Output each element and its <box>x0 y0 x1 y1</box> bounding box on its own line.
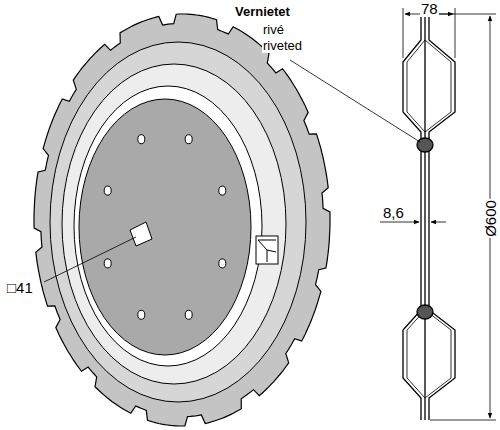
rivet-note: riveted <box>262 38 303 53</box>
bolt-hole <box>185 310 192 319</box>
dimension-lines <box>44 8 496 420</box>
dimension: Ø600 <box>481 199 498 238</box>
bolt-hole <box>219 259 226 268</box>
ring-edge <box>74 86 262 366</box>
rivet-note: rivé <box>262 22 285 37</box>
square-hole <box>130 222 152 246</box>
disc-view <box>34 14 330 426</box>
bolt-hole <box>138 135 145 144</box>
dimension: 8,6 <box>382 204 405 221</box>
bolt-hole <box>185 135 192 144</box>
raised-ring <box>62 64 286 384</box>
bolt-hole <box>219 186 226 195</box>
section-profile <box>403 14 455 420</box>
outer-ring <box>50 42 306 402</box>
bolt-holes <box>104 135 226 320</box>
bolt-hole <box>104 186 111 195</box>
notched-rim <box>34 14 330 426</box>
bolt-hole <box>138 310 145 319</box>
dimension: □41 <box>6 279 34 296</box>
centre-plate <box>79 99 251 355</box>
logo <box>256 236 278 264</box>
bolt-hole <box>104 259 111 268</box>
rivet-note: Vernietet <box>234 4 291 19</box>
dimension: 78 <box>420 0 439 17</box>
